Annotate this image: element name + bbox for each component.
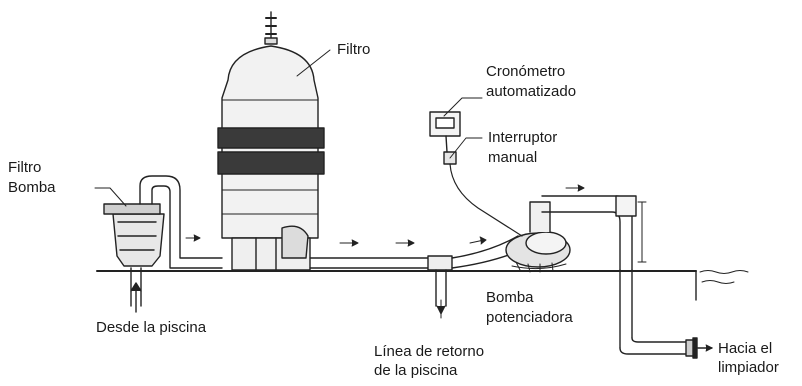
label-timer-1: Cronómetro — [486, 63, 566, 80]
filter-pump — [103, 175, 223, 269]
cleaner-pipe — [619, 269, 713, 359]
label-return-1: Línea de retorno — [374, 343, 485, 360]
suction-pipe — [130, 267, 142, 313]
label-timer-2: automatizado — [486, 83, 577, 100]
filter-tank — [217, 11, 325, 271]
booster-pump — [505, 184, 647, 273]
return-pipe — [309, 235, 527, 319]
label-filter: Filtro — [337, 41, 371, 58]
label-switch-2: manual — [488, 149, 538, 166]
label-booster-2: potenciadora — [486, 309, 573, 326]
label-pump-filter-2: Bomba — [8, 179, 56, 196]
label-booster-1: Bomba — [486, 289, 534, 306]
leader-lines — [94, 49, 483, 207]
timer-and-switch — [429, 111, 523, 237]
label-return-2: de la piscina — [374, 362, 458, 379]
label-to-cleaner-1: Hacia el — [718, 340, 773, 357]
label-to-cleaner-2: limpiador — [718, 359, 779, 376]
label-from-pool: Desde la piscina — [96, 319, 207, 336]
label-switch-1: Interruptor — [488, 129, 558, 146]
ground-line — [96, 270, 749, 301]
label-pump-filter-1: Filtro — [8, 159, 42, 176]
